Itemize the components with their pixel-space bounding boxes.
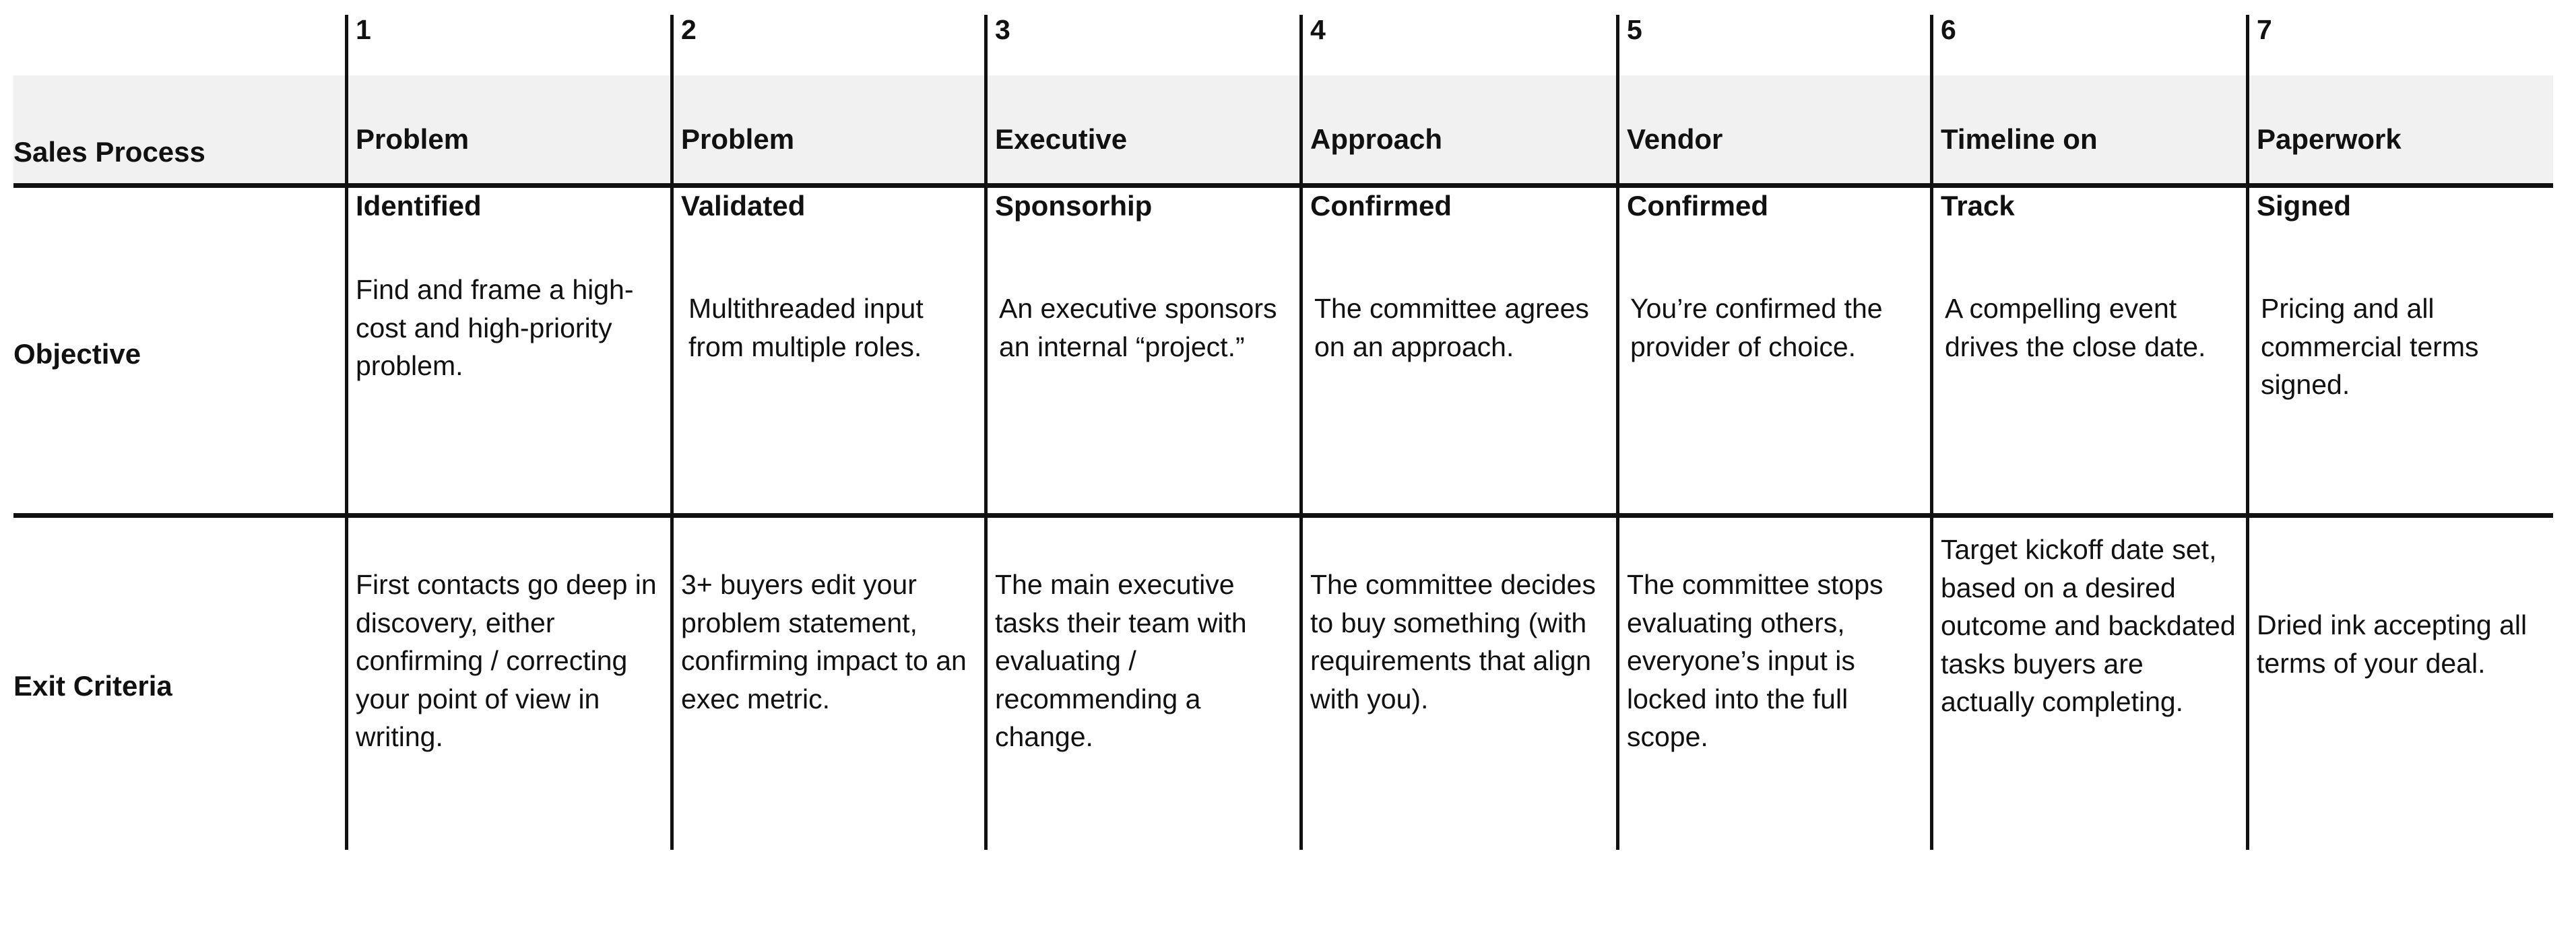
cell-objective-stage-6: A compelling event drives the close date… (1945, 293, 2206, 362)
column-separator-3 (984, 15, 988, 850)
column-separator-7 (2246, 15, 2249, 850)
column-separator-5 (1616, 15, 1619, 850)
cell-objective-stage-2: Multithreaded input from multiple roles. (688, 293, 924, 362)
stage-header-5: Vendor Confirmed (1627, 89, 1923, 256)
stage-header-2: Problem Validated (681, 89, 977, 256)
stage-header-1: Problem Identified (356, 89, 662, 256)
stage-number-6: 6 (1941, 14, 1957, 45)
cell-objective-stage-5: You’re confirmed the provider of choice. (1630, 293, 1883, 362)
column-separator-4 (1299, 15, 1303, 850)
cell-exit-criteria-stage-1: First contacts go deep in discovery, eit… (356, 569, 657, 753)
stage-number-7: 7 (2257, 14, 2273, 45)
stage-header-7-line1: Paperwork (2257, 123, 2402, 155)
stage-header-1-line1: Problem (356, 123, 470, 155)
stage-header-5-line1: Vendor (1627, 123, 1723, 155)
row-label-exit-criteria: Exit Criteria (13, 670, 172, 702)
cell-objective-stage-7: Pricing and all commercial terms signed. (2261, 293, 2479, 401)
row-divider-rule (13, 513, 2553, 518)
column-separator-1 (345, 15, 348, 850)
header-band (13, 75, 2553, 186)
stage-header-1-line2: Identified (356, 189, 482, 222)
column-separator-6 (1930, 15, 1933, 850)
column-separator-2 (670, 15, 674, 850)
cell-exit-criteria-stage-3: The main executive tasks their team with… (995, 569, 1247, 753)
stage-header-4-line2: Confirmed (1310, 189, 1452, 222)
row-label-objective: Objective (13, 338, 141, 370)
stage-header-6: Timeline on Track (1941, 89, 2241, 256)
stage-number-5: 5 (1627, 14, 1643, 45)
header-bottom-rule (13, 183, 2553, 188)
stage-header-4: Approach Confirmed (1310, 89, 1610, 256)
stage-header-6-line1: Timeline on (1941, 123, 2098, 155)
stage-number-2: 2 (681, 14, 697, 45)
cell-exit-criteria-stage-4: The committee decides to buy something (… (1310, 569, 1596, 714)
stage-header-4-line1: Approach (1310, 123, 1443, 155)
stage-header-2-line2: Validated (681, 189, 806, 222)
cell-exit-criteria-stage-6: Target kickoff date set, based on a desi… (1941, 534, 2236, 718)
stage-header-3: Executive Sponsorhip (995, 89, 1295, 256)
stage-header-2-line1: Problem (681, 123, 795, 155)
stage-number-4: 4 (1310, 14, 1326, 45)
cell-objective-stage-3: An executive sponsors an internal “proje… (999, 293, 1277, 362)
stage-header-7-line2: Signed (2257, 189, 2352, 222)
stage-number-3: 3 (995, 14, 1011, 45)
stage-header-3-line2: Sponsorhip (995, 189, 1153, 222)
corner-label-sales-process: Sales Process (13, 136, 205, 168)
stage-header-5-line2: Confirmed (1627, 189, 1768, 222)
cell-objective-stage-1: Find and frame a high-cost and high-prio… (356, 274, 634, 382)
cell-exit-criteria-stage-5: The committee stops evaluating others, e… (1627, 569, 1883, 753)
stage-header-3-line1: Executive (995, 123, 1128, 155)
cell-exit-criteria-stage-2: 3+ buyers edit your problem statement, c… (681, 569, 967, 714)
stage-number-1: 1 (356, 14, 372, 45)
stage-header-6-line2: Track (1941, 189, 2015, 222)
cell-objective-stage-4: The committee agrees on an approach. (1314, 293, 1589, 362)
stage-header-7: Paperwork Signed (2257, 89, 2560, 256)
cell-exit-criteria-stage-7: Dried ink accepting all terms of your de… (2257, 609, 2527, 679)
